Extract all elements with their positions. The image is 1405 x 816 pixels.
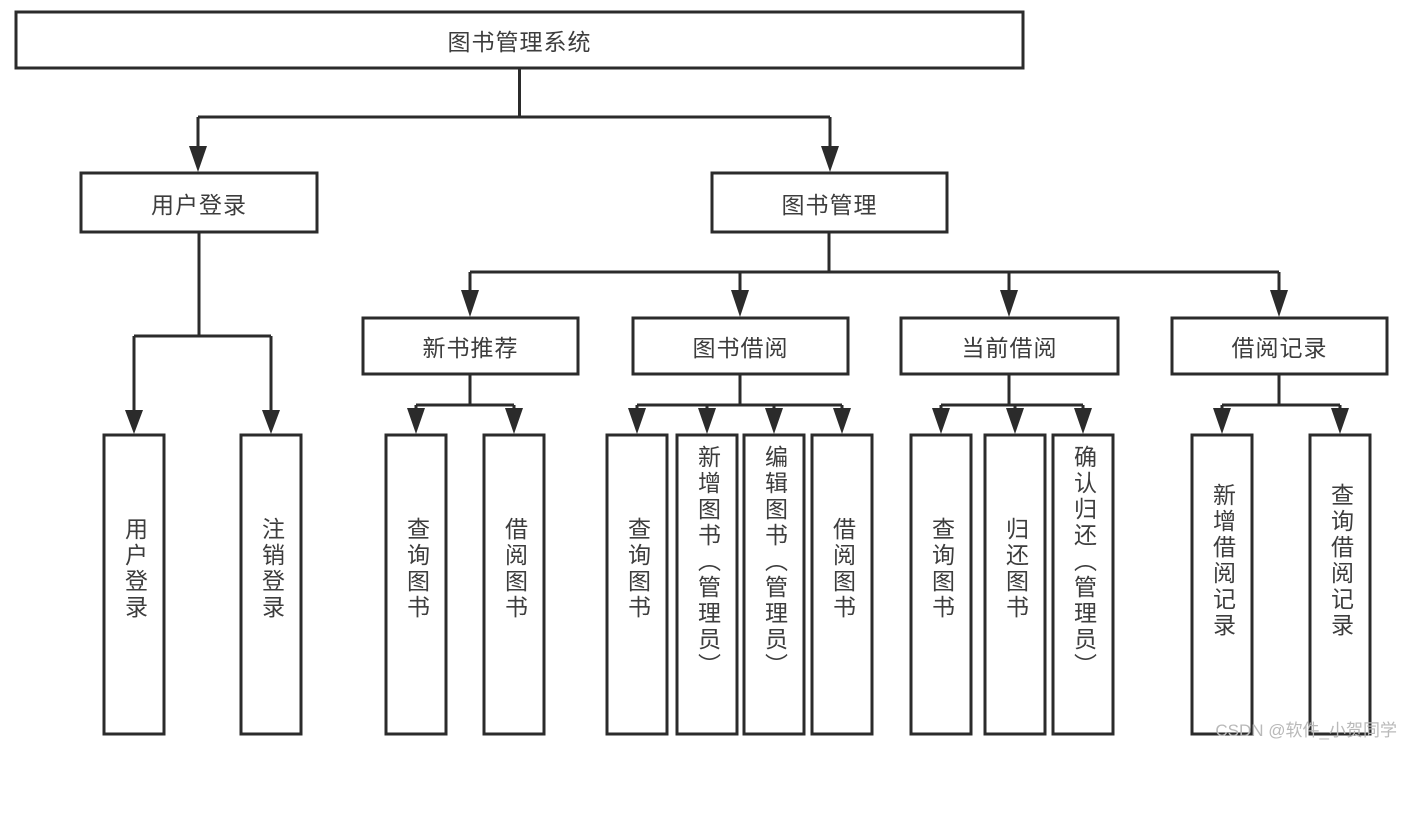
node-box-current-borrow[interactable] xyxy=(899,316,1120,376)
arrow-head-to-leaf-query-book-2 xyxy=(628,408,646,434)
arrow-head-to-leaf-borrow-book-1 xyxy=(505,408,523,434)
node-box-leaf-borrow-book-2[interactable] xyxy=(810,433,874,736)
node-box-leaf-query-record[interactable] xyxy=(1308,433,1372,736)
connector-user-login-to-leaves xyxy=(132,232,273,412)
connector-current-borrow-to-leaves xyxy=(939,374,1085,412)
node-box-root[interactable] xyxy=(14,10,1025,70)
arrow-head-to-user-login xyxy=(189,146,207,172)
node-box-book-manage[interactable] xyxy=(710,171,949,234)
arrow-head-to-leaf-query-book-3 xyxy=(932,408,950,434)
connector-book-borrow-to-leaves xyxy=(635,374,844,412)
arrow-head-to-leaf-edit-book xyxy=(765,408,783,434)
connector-borrow-record-to-leaves xyxy=(1220,374,1342,412)
arrow-head-to-leaf-borrow-book-2 xyxy=(833,408,851,434)
node-box-leaf-user-login[interactable] xyxy=(102,433,166,736)
arrow-head-to-book-manage xyxy=(821,146,839,172)
node-box-leaf-edit-book[interactable] xyxy=(742,433,806,736)
arrow-head-to-book-borrow xyxy=(731,290,749,317)
arrow-head-to-leaf-user-login xyxy=(125,410,143,434)
arrow-head-to-new-book-recommend xyxy=(461,290,479,317)
node-box-new-book-recommend[interactable] xyxy=(361,316,580,376)
connector-root-to-level2 xyxy=(196,68,832,148)
node-box-borrow-record[interactable] xyxy=(1170,316,1389,376)
node-box-leaf-add-book[interactable] xyxy=(675,433,739,736)
arrow-head-to-leaf-query-record xyxy=(1331,408,1349,434)
connector-new-book-recommend-to-leaves xyxy=(414,374,516,412)
arrow-head-to-leaf-confirm-return xyxy=(1074,408,1092,434)
arrow-head-to-current-borrow xyxy=(1000,290,1018,317)
node-box-leaf-return-book[interactable] xyxy=(983,433,1047,736)
node-box-leaf-add-record[interactable] xyxy=(1190,433,1254,736)
node-box-leaf-borrow-book-1[interactable] xyxy=(482,433,546,736)
arrow-head-to-leaf-query-book-1 xyxy=(407,408,425,434)
diagram-canvas: 图书管理系统 用户登录 图书管理 新书推荐 图书借阅 当前借阅 借阅记录 用户登… xyxy=(14,10,1397,740)
node-box-leaf-query-book-1[interactable] xyxy=(384,433,448,736)
node-box-book-borrow[interactable] xyxy=(631,316,850,376)
arrow-head-to-leaf-return-book xyxy=(1006,408,1024,434)
node-box-leaf-confirm-return[interactable] xyxy=(1051,433,1115,736)
tree-diagram-svg xyxy=(14,10,1389,736)
node-box-leaf-query-book-3[interactable] xyxy=(909,433,973,736)
node-box-user-login[interactable] xyxy=(79,171,319,234)
node-box-leaf-query-book-2[interactable] xyxy=(605,433,669,736)
arrow-head-to-leaf-add-record xyxy=(1213,408,1231,434)
node-box-leaf-logout[interactable] xyxy=(239,433,303,736)
connector-book-manage-to-level3 xyxy=(468,232,1281,292)
arrow-head-to-borrow-record xyxy=(1270,290,1288,317)
arrow-head-to-leaf-logout xyxy=(262,410,280,434)
csdn-watermark: CSDN @软件_小贺同学 xyxy=(1215,721,1397,740)
arrow-head-to-leaf-add-book xyxy=(698,408,716,434)
